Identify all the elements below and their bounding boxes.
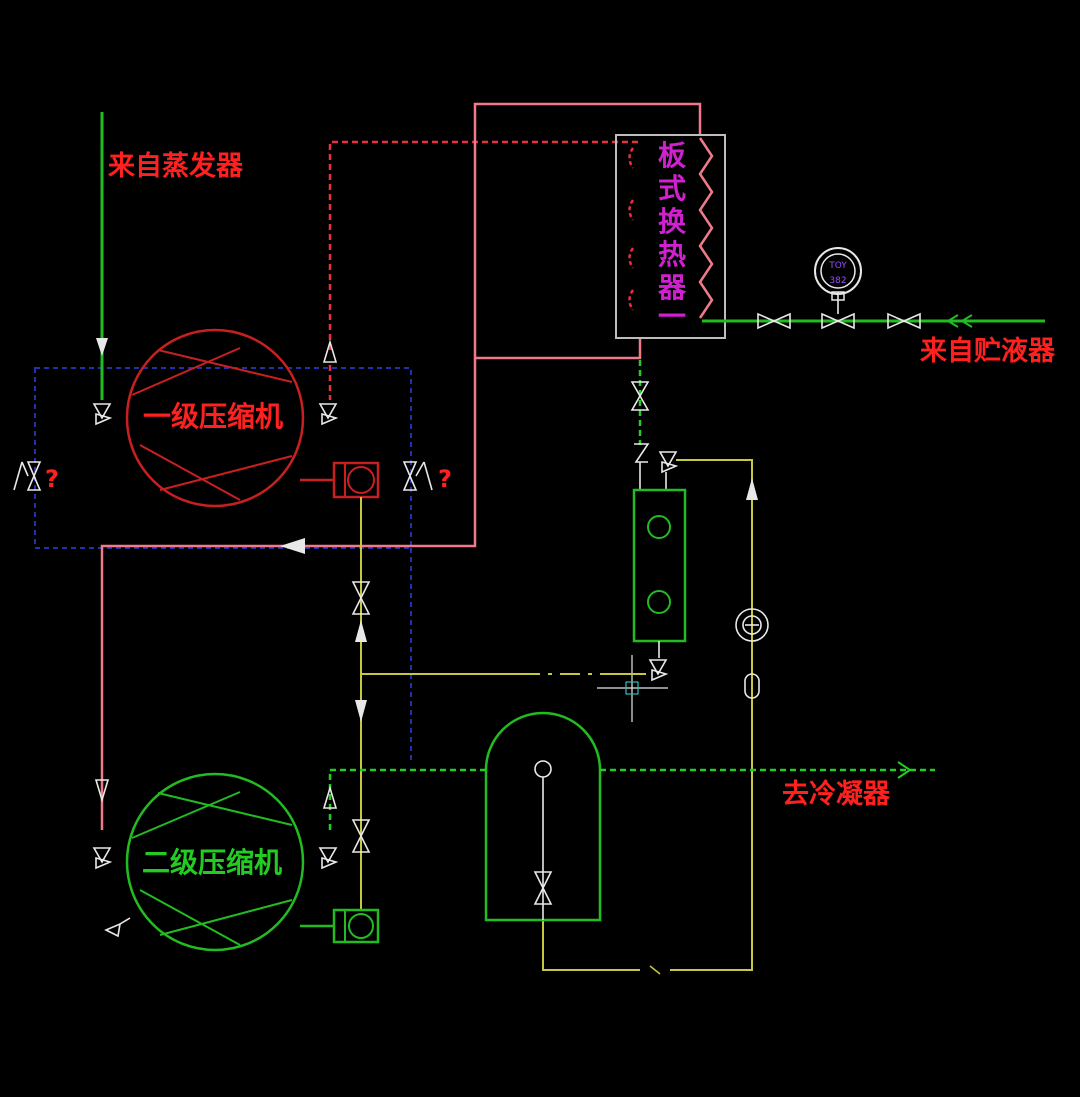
flow-arrow-left-green-2 (960, 314, 973, 328)
liquid-line-valves[interactable] (757, 312, 921, 330)
solenoid-valve[interactable] (634, 443, 679, 490)
pressure-gauge (814, 247, 862, 314)
vertical-valve-hx[interactable] (630, 381, 650, 411)
flow-arrow-down-mid (355, 700, 367, 722)
from-receiver-label: 来自贮液器 (920, 335, 1056, 367)
yellow-break (649, 965, 661, 975)
heat-exchanger-label: 板 式 换 热 器 一 (657, 139, 687, 333)
gauge-text-top: TOY (828, 261, 847, 271)
enclosure-dashed-top (34, 367, 412, 549)
flow-arrow-left (280, 538, 305, 554)
flow-arrow-up-right (746, 478, 758, 500)
first-stage-port-valves (92, 403, 339, 426)
second-stage-port-valves (92, 847, 339, 938)
hx-char-1: 板 (658, 139, 686, 172)
oil-separator[interactable] (484, 711, 602, 922)
hx-char-2: 式 (658, 172, 686, 205)
hx-char-3: 换 (658, 205, 687, 238)
flow-arrow-up-mid (355, 620, 367, 642)
hx-char-6: 一 (658, 300, 686, 333)
side-valve-left[interactable] (13, 461, 42, 491)
side-valve-right[interactable] (402, 461, 433, 491)
sight-glass (735, 608, 769, 699)
oil-line-valves[interactable] (351, 581, 371, 853)
first-stage-compressor-label: 一级压缩机 (143, 400, 283, 433)
from-evaporator-label: 来自蒸发器 (108, 150, 244, 182)
flow-arrow-down-lower (94, 779, 110, 803)
red-dashed-line-top (328, 140, 640, 350)
discharge-dashed-left (328, 768, 486, 830)
flow-arrow-left-green (946, 314, 959, 328)
hx-char-5: 器 (657, 271, 687, 304)
to-condenser-label: 去冷凝器 (782, 779, 891, 810)
flow-arrow-right-green (897, 761, 912, 779)
second-stage-compressor[interactable] (125, 772, 380, 952)
flow-arrow-down (96, 338, 108, 356)
gauge-text-bottom: 382 (829, 276, 846, 286)
question-mark-right: ? (438, 465, 452, 493)
flow-arrow-up-discharge (322, 785, 338, 809)
first-stage-compressor[interactable] (125, 328, 380, 508)
pink-pipe-upper-loop (473, 102, 702, 360)
filter-outlet-valve[interactable] (648, 641, 669, 682)
plate-heat-exchanger[interactable] (615, 134, 726, 339)
second-stage-compressor-label: 二级压缩机 (142, 846, 282, 879)
question-mark-left: ? (45, 465, 59, 493)
hx-char-4: 热 (658, 238, 686, 271)
separator-drain-valve[interactable] (533, 871, 553, 905)
crosshair-cursor (597, 655, 668, 722)
flow-arrow-up (322, 339, 338, 363)
